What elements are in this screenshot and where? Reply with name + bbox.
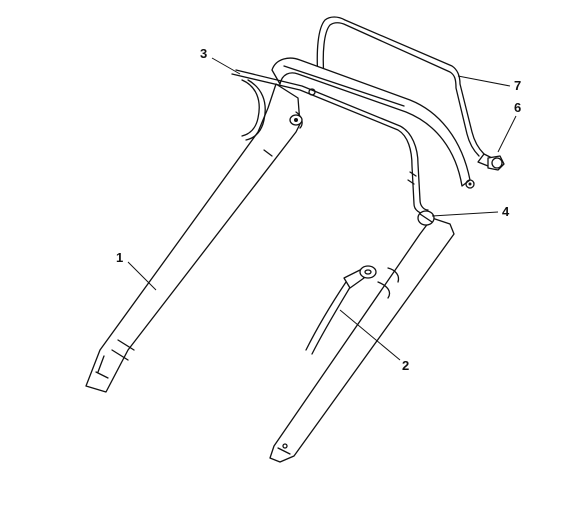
callout-1: 1 — [116, 250, 123, 265]
callout-7: 7 — [514, 78, 521, 93]
part-3-cable-hook — [241, 79, 266, 141]
callout-3: 3 — [200, 46, 207, 61]
part-6-knob — [487, 155, 505, 171]
part-4-nut — [417, 210, 435, 226]
leader-7 — [457, 75, 511, 87]
right-handle-tube — [269, 217, 455, 463]
upper-handle-frame — [271, 57, 475, 189]
callout-2: 2 — [402, 358, 409, 373]
callout-labels: 1 2 3 4 6 7 — [116, 46, 521, 373]
leader-2 — [339, 309, 401, 361]
leader-3 — [211, 57, 241, 75]
leader-lines — [127, 57, 517, 361]
part-2-throttle-cable — [305, 265, 377, 355]
part-1-left-handle-tube — [85, 83, 303, 393]
part-7-bail-bar — [316, 16, 493, 167]
leader-6 — [497, 115, 517, 153]
callout-6: 6 — [514, 100, 521, 115]
leader-4 — [431, 211, 499, 217]
part-3-control-cable — [231, 69, 429, 215]
leader-1 — [127, 261, 157, 291]
callout-4: 4 — [502, 204, 510, 219]
